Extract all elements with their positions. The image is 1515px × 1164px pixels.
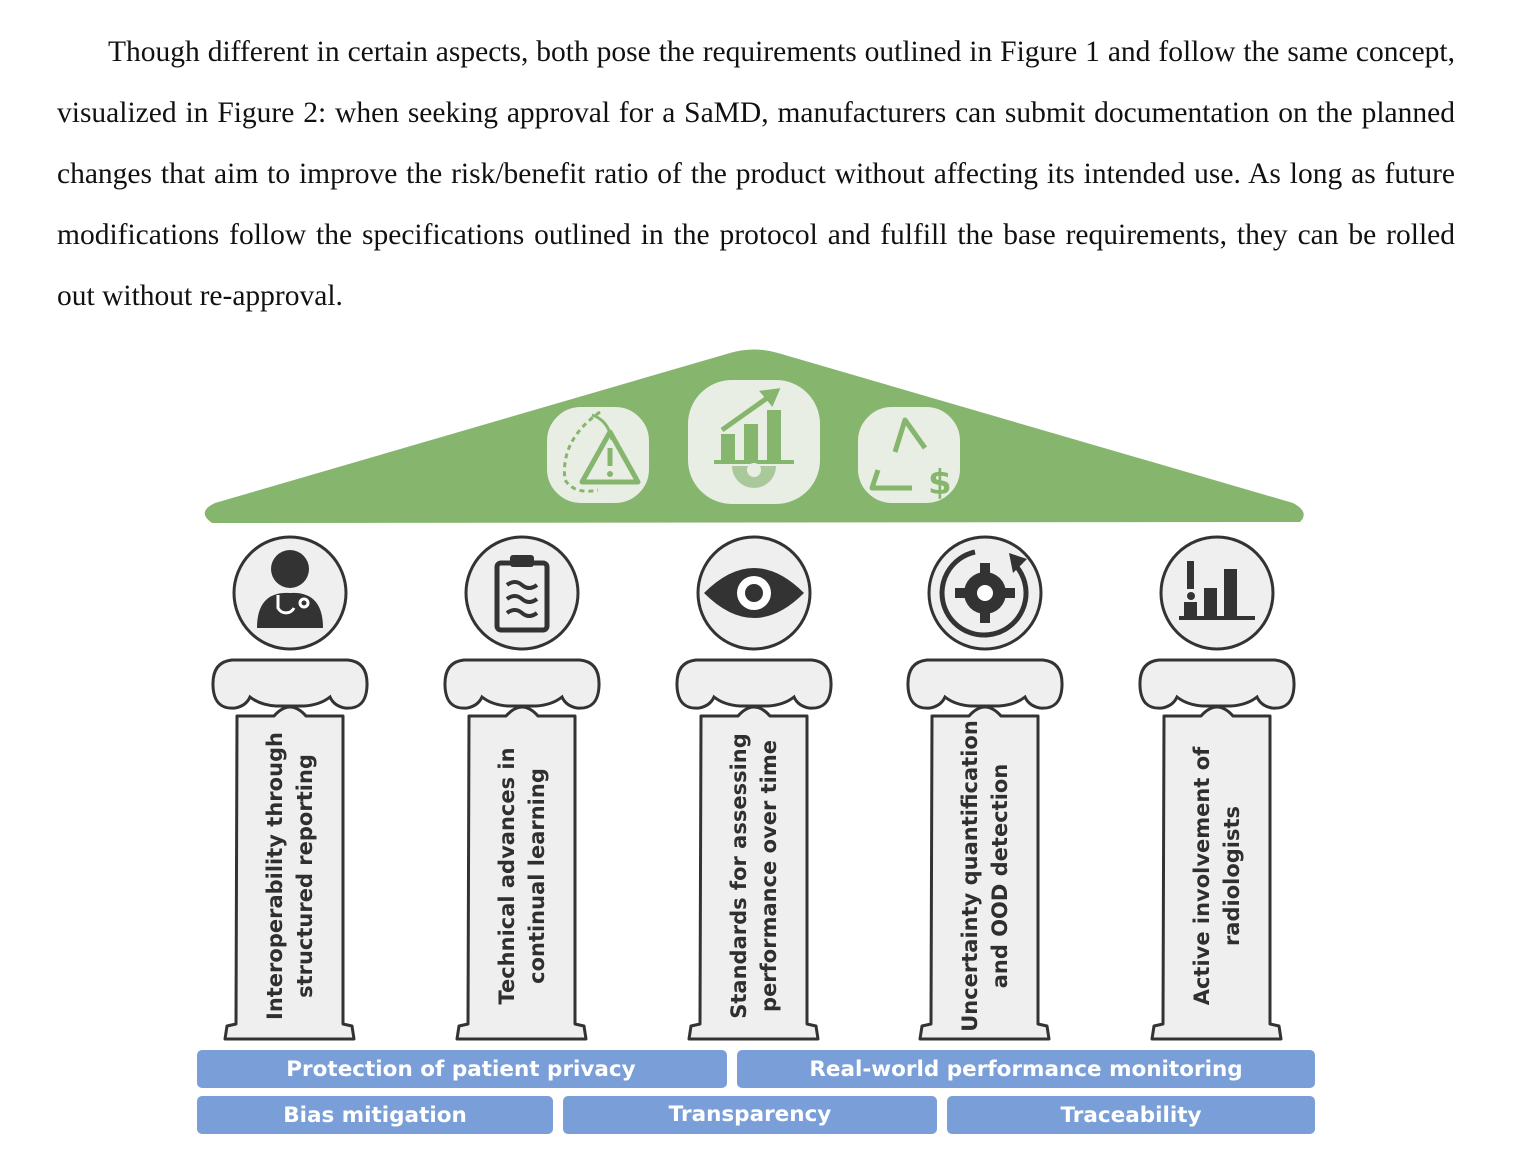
pillar-label-line1: Standards for assessing [727, 733, 751, 1019]
pillar-label-line2: performance over time [757, 740, 781, 1012]
pillar-capital [675, 658, 833, 710]
pillar-capital [906, 658, 1064, 710]
base-block-transparency [563, 1096, 937, 1134]
clipboard-icon [494, 555, 550, 633]
doctor-icon [257, 550, 323, 628]
base-block-bias [197, 1096, 553, 1134]
risk-warning-icon [543, 403, 653, 507]
base-label-monitoring: Real-world performance monitoring [809, 1057, 1242, 1082]
pillar-label-line1: Active involvement of [1190, 746, 1214, 1005]
pillar-shaft [223, 705, 356, 1041]
cost-cycle-icon: $ [854, 403, 964, 507]
eye-icon [704, 568, 804, 618]
base: Protection of patient privacy Real-world… [197, 1050, 1315, 1134]
pillar-label-line2: continual learning [525, 768, 549, 984]
pillar-label-line2: structured reporting [293, 754, 317, 998]
gear-refresh-icon [939, 549, 1029, 638]
base-label-transparency: Transparency [669, 1102, 832, 1127]
base-block-monitoring [737, 1050, 1315, 1088]
body-paragraph: Though different in certain aspects, bot… [57, 36, 1455, 312]
pillar-label-line1: Interoperability through [263, 732, 287, 1020]
pillar-capital [1138, 658, 1296, 710]
base-label-traceability: Traceability [1060, 1103, 1201, 1128]
base-label-privacy: Protection of patient privacy [286, 1057, 635, 1082]
pillar-shaft [1150, 705, 1283, 1041]
base-block-privacy [197, 1050, 727, 1088]
pillar-label-line2: radiologists [1220, 806, 1244, 946]
pillar-capital [211, 658, 369, 710]
performance-growth-icon [684, 376, 824, 508]
pillar-capital [443, 658, 601, 710]
pillar-shaft [455, 705, 588, 1041]
pillar-shaft [687, 705, 820, 1041]
svg-text:$: $ [928, 463, 952, 503]
pillar-label-line1: Uncertainty quantification [958, 720, 982, 1032]
pillar-label-line2: and OOD detection [988, 764, 1012, 989]
base-label-bias: Bias mitigation [283, 1103, 467, 1128]
alert-bar-chart-icon [1179, 561, 1255, 620]
pillar-label-line1: Technical advances in [495, 747, 519, 1004]
pillar-shaft [918, 705, 1051, 1041]
base-block-traceability [947, 1096, 1315, 1134]
pillar-icon-circle [464, 535, 580, 651]
